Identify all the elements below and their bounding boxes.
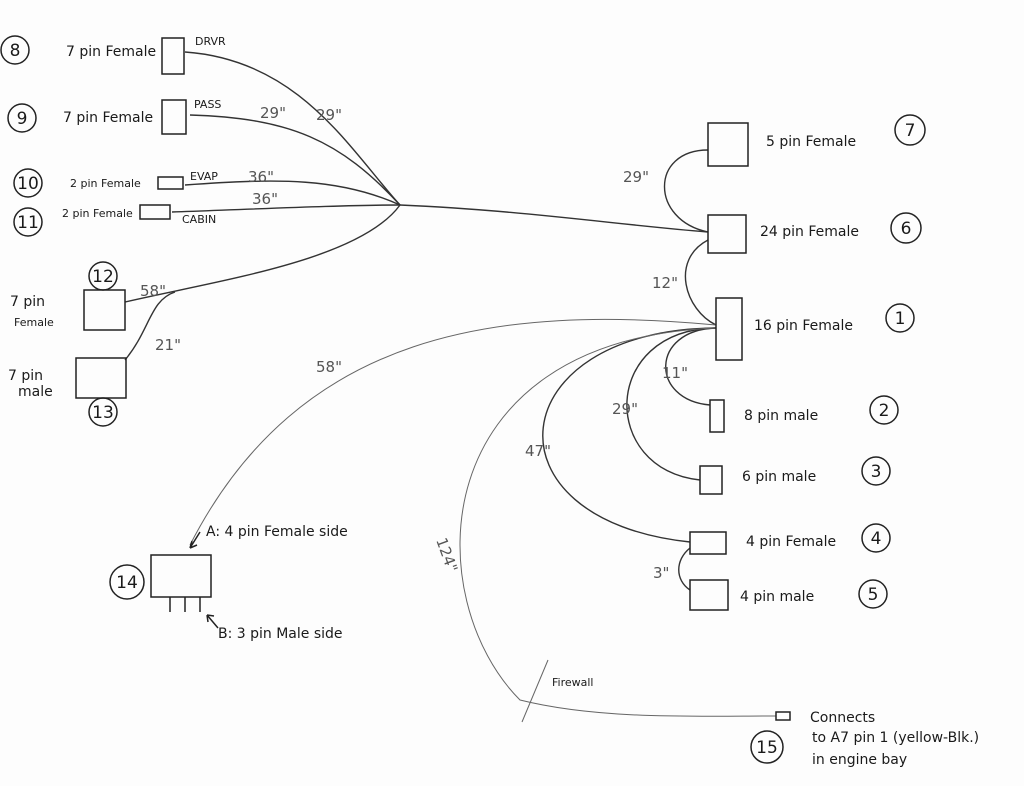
badge-6: 6: [890, 212, 922, 244]
label-1: 16 pin Female: [754, 318, 853, 334]
badge-7: 7: [894, 114, 926, 146]
badge-3: 3: [861, 456, 891, 486]
connector-3-box: [699, 465, 723, 495]
connector-13-box: [75, 357, 127, 399]
badge-4: 4: [861, 523, 891, 553]
length-6: 12": [652, 274, 678, 292]
note-15-line2: to A7 pin 1 (yellow-Blk.): [812, 730, 979, 746]
label-13-line1: 7 pin: [8, 368, 43, 384]
label-12-line2: Female: [14, 316, 54, 329]
label-4: 4 pin Female: [746, 534, 836, 550]
label-3: 6 pin male: [742, 469, 816, 485]
badge-8: 8: [0, 35, 30, 65]
badge-10: 10: [13, 168, 43, 198]
label-14-side-a: A: 4 pin Female side: [206, 524, 348, 540]
length-7: 29": [623, 168, 649, 186]
label-7: 5 pin Female: [766, 134, 856, 150]
svg-text:9: 9: [17, 109, 28, 129]
wires: [124, 51, 777, 723]
label-11: 2 pin Female: [62, 207, 133, 220]
badge-14: 14: [109, 564, 145, 600]
svg-text:7: 7: [905, 121, 916, 141]
svg-text:5: 5: [868, 585, 879, 605]
svg-text:15: 15: [756, 738, 778, 758]
connector-1-box: [715, 297, 743, 361]
label-8: 7 pin Female: [66, 44, 156, 60]
connector-6-box: [707, 214, 747, 254]
connector-4-box: [689, 531, 727, 555]
length-15: 124": [432, 535, 461, 575]
length-14: 58": [316, 358, 342, 376]
length-5: 3": [653, 564, 669, 582]
firewall-line: [521, 659, 549, 723]
tag-evap: EVAP: [190, 170, 218, 183]
label-13-line2: male: [18, 384, 53, 400]
arrow-a-icon: [189, 531, 201, 549]
label-10: 2 pin Female: [70, 177, 141, 190]
svg-text:4: 4: [871, 529, 882, 549]
firewall-label: Firewall: [552, 676, 593, 689]
connector-2-box: [709, 399, 725, 433]
label-9: 7 pin Female: [63, 110, 153, 126]
badge-2: 2: [869, 395, 899, 425]
connector-9-box: [161, 99, 187, 135]
connector-boxes: [75, 37, 791, 721]
tag-cabin: CABIN: [182, 213, 216, 226]
connector-15-box: [775, 711, 791, 721]
length-3: 29": [612, 400, 638, 418]
connector-5-box: [689, 579, 729, 611]
connector-11-box: [139, 204, 171, 220]
svg-text:2: 2: [879, 401, 890, 421]
svg-text:1: 1: [895, 309, 906, 329]
connector-12-box: [83, 289, 126, 331]
tag-pass: PASS: [194, 98, 221, 111]
label-5: 4 pin male: [740, 589, 814, 605]
note-15-line3: in engine bay: [812, 752, 907, 768]
length-pass: 29": [260, 104, 286, 122]
length-2: 11": [662, 364, 688, 382]
label-14-side-b: B: 3 pin Male side: [218, 626, 343, 642]
length-12: 58": [140, 282, 166, 300]
connector-8-box: [161, 37, 185, 75]
length-13: 21": [155, 336, 181, 354]
length-cabin: 36": [252, 190, 278, 208]
badge-15: 15: [750, 730, 784, 764]
badge-9: 9: [7, 103, 37, 133]
connector-7-box: [707, 122, 749, 167]
label-2: 8 pin male: [744, 408, 818, 424]
note-15-line1: Connects: [810, 710, 875, 726]
connector-10-box: [157, 176, 184, 190]
label-12-line1: 7 pin: [10, 294, 45, 310]
badge-11: 11: [13, 207, 43, 237]
svg-text:10: 10: [17, 174, 39, 194]
length-evap: 36": [248, 168, 274, 186]
length-4: 47": [525, 442, 551, 460]
badge-13: 13: [88, 397, 118, 427]
svg-text:13: 13: [92, 403, 114, 423]
tag-drvr: DRVR: [195, 35, 226, 48]
svg-text:6: 6: [901, 219, 912, 239]
connector-14-box: [150, 554, 212, 598]
svg-text:12: 12: [92, 267, 114, 287]
length-labels: 29" 29" 36" 36" 58" 21" 58" 29" 12" 11" …: [140, 104, 688, 582]
badge-1: 1: [885, 303, 915, 333]
badge-12: 12: [88, 261, 118, 291]
badge-5: 5: [858, 579, 888, 609]
connector-labels: 7 pin Female DRVR 7 pin Female PASS 2 pi…: [8, 35, 979, 768]
label-6: 24 pin Female: [760, 224, 859, 240]
length-drvr: 29": [316, 106, 342, 124]
svg-text:8: 8: [10, 41, 21, 61]
svg-text:11: 11: [17, 213, 39, 233]
svg-text:3: 3: [871, 462, 882, 482]
number-badges: 8 9 10 11 12 13 7 6 1 2 3 4 5 14 15: [0, 35, 926, 764]
arrow-b-icon: [206, 614, 219, 629]
svg-text:14: 14: [116, 573, 138, 593]
